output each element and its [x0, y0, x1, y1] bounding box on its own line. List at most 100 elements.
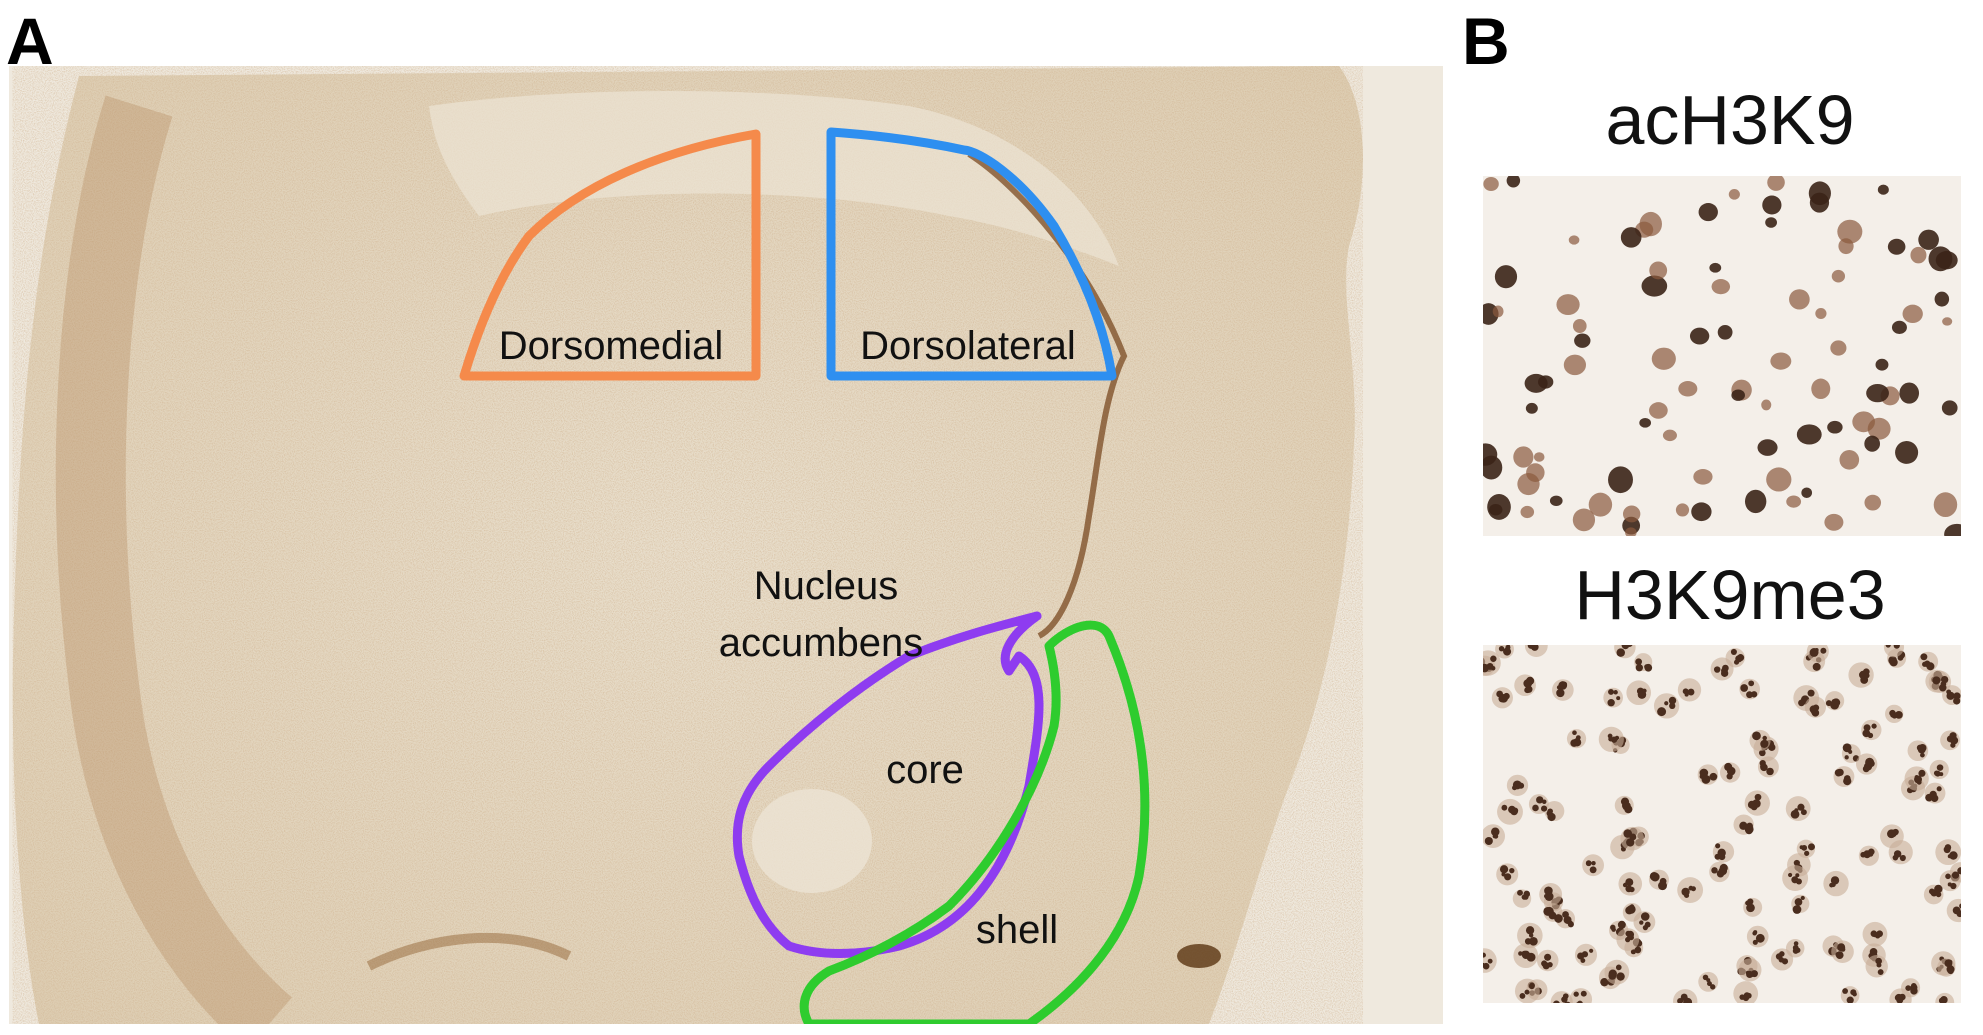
stained-nucleus	[1512, 889, 1532, 908]
ventral-dark-spot	[1177, 944, 1221, 968]
stained-nucleus	[1536, 949, 1559, 972]
shell-label: shell	[976, 908, 1058, 952]
stained-nucleus	[1549, 495, 1563, 506]
stained-nucleus	[1598, 726, 1624, 752]
stained-nucleus	[1513, 446, 1534, 468]
stained-nucleus	[1653, 693, 1680, 719]
stained-nucleus	[1831, 940, 1854, 964]
stained-nucleus	[1524, 373, 1548, 393]
stained-nucleus	[1483, 824, 1505, 849]
stained-nucleus	[1830, 340, 1847, 356]
stained-nucleus	[1946, 898, 1961, 923]
stained-nucleus	[1506, 176, 1521, 188]
nucleus-accumbens-label-line2: accumbens	[719, 621, 924, 665]
cortex-band	[55, 95, 293, 1024]
stained-nucleus	[1568, 235, 1580, 245]
stained-nucleus	[1528, 794, 1549, 815]
stained-nucleus	[1861, 719, 1882, 741]
stained-nucleus	[1910, 246, 1927, 264]
stained-nucleus	[1633, 911, 1656, 934]
stained-nucleus	[1520, 505, 1535, 519]
stained-nucleus	[1620, 826, 1645, 851]
stained-nucleus	[1626, 680, 1652, 706]
stained-nucleus	[1848, 662, 1874, 688]
stained-nucleus	[1514, 978, 1540, 1003]
stained-nucleus	[1744, 790, 1770, 816]
ventricle-streak	[967, 151, 1128, 639]
stained-nucleus	[1864, 494, 1882, 511]
stained-nucleus	[1933, 492, 1958, 518]
dorsomedial-label: Dorsomedial	[499, 324, 724, 368]
stained-nucleus	[1588, 492, 1613, 517]
stained-nucleus	[1634, 653, 1653, 672]
stained-nucleus	[1809, 192, 1830, 213]
stained-nucleus	[1572, 318, 1587, 334]
stained-nucleus	[1620, 227, 1642, 248]
stained-nucleus	[1678, 381, 1698, 397]
stained-nucleus	[1693, 468, 1713, 485]
stained-nucleus	[1543, 903, 1563, 923]
stained-nucleus	[1698, 203, 1718, 222]
stained-nucleus	[1513, 943, 1539, 969]
white-matter-band	[429, 91, 1119, 266]
stained-nucleus	[1492, 305, 1504, 318]
stained-nucleus	[1550, 991, 1573, 1003]
stained-nucleus	[1622, 505, 1641, 523]
dorsomedial-outline	[459, 129, 761, 381]
stained-nucleus	[1517, 922, 1543, 949]
stained-nucleus	[1495, 645, 1514, 659]
stained-nucleus	[1743, 897, 1763, 917]
stained-nucleus	[1765, 217, 1777, 228]
stained-nucleus	[1675, 503, 1690, 517]
stained-nucleus	[1880, 824, 1904, 849]
panel-b-letter: B	[1462, 4, 1510, 78]
stained-nucleus	[1618, 872, 1643, 896]
dorsolateral-label: Dorsolateral	[860, 324, 1076, 368]
ventral-dark-band	[366, 932, 572, 971]
stained-nucleus	[1524, 645, 1548, 657]
stained-nucleus	[1525, 402, 1538, 414]
stained-nucleus	[1662, 429, 1677, 442]
stained-nucleus	[1782, 865, 1809, 892]
stained-nucleus	[1895, 441, 1919, 464]
stained-nucleus	[1563, 354, 1587, 376]
stained-nucleus	[1934, 291, 1950, 307]
stained-nucleus	[1483, 650, 1501, 676]
stained-nucleus	[1928, 246, 1953, 272]
stained-nucleus	[1757, 439, 1778, 456]
stained-nucleus	[1766, 467, 1792, 492]
stained-nucleus	[1786, 495, 1802, 508]
stained-nucleus	[1569, 988, 1593, 1003]
stained-nucleus	[1608, 466, 1633, 494]
stained-nucleus	[1815, 307, 1827, 320]
stained-nucleus	[1770, 948, 1794, 971]
stained-nucleus	[1875, 358, 1889, 371]
trimethylation-nuclei-image	[1483, 645, 1961, 1003]
stained-nucleus	[1789, 289, 1810, 310]
stained-nucleus	[1877, 184, 1889, 195]
stained-nucleus	[1709, 861, 1730, 883]
stained-nucleus	[1648, 869, 1669, 891]
stained-nucleus	[1904, 766, 1929, 791]
shell-outline	[799, 620, 1150, 1024]
stained-nucleus	[1907, 740, 1929, 762]
stained-nucleus	[1572, 508, 1596, 532]
stained-nucleus	[1552, 679, 1574, 701]
stained-nucleus	[1614, 795, 1634, 815]
stained-nucleus	[1823, 870, 1849, 897]
nucleus-accumbens-label-line1: Nucleus	[754, 564, 899, 608]
stained-nucleus	[1566, 729, 1587, 749]
trimethylation-inset-title: H3K9me3	[1574, 556, 1886, 634]
stained-nucleus	[1574, 333, 1591, 348]
stained-nucleus	[1728, 189, 1740, 200]
stained-nucleus	[1719, 762, 1741, 783]
stained-nucleus	[1639, 417, 1652, 428]
brain-section-micrograph: Dorsomedial Dorsolateral Nucleus accumbe…	[9, 66, 1443, 1024]
stained-nucleus	[1506, 774, 1529, 796]
stained-nucleus	[1483, 176, 1499, 192]
stained-nucleus	[1804, 696, 1827, 718]
stained-nucleus	[1691, 502, 1712, 522]
stained-nucleus	[1711, 279, 1731, 295]
stained-nucleus	[1928, 670, 1952, 694]
acetylation-stain-inset	[1483, 176, 1961, 536]
